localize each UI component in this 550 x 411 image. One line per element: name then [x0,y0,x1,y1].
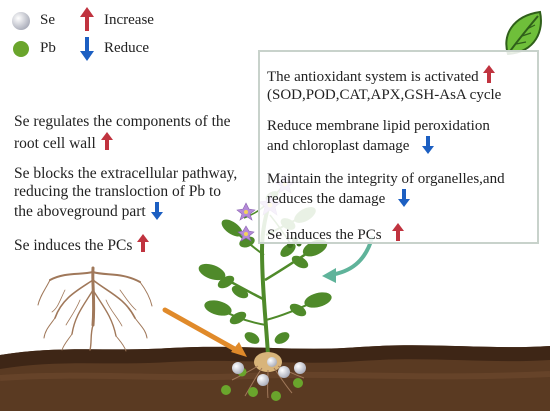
se-legend-icon [12,12,30,30]
pb-legend-label: Pb [40,40,56,56]
leaf-effect-1-line-2: (SOD,POD,CAT,APX,GSH-AsA cycle [267,87,502,103]
leaf-effect-3-line-1: Maintain the integrity of organelles,and [267,171,505,187]
leaf-effect-4: Se induces the PCs [267,222,537,244]
increase-arrow-icon [100,132,113,150]
reduce-arrow-icon [80,37,94,61]
se-legend-label: Se [40,12,55,28]
leaf-effect-2-line-1: Reduce membrane lipid peroxidation [267,118,490,134]
increase-legend-label: Increase [104,12,154,28]
se-particles [232,357,306,386]
leaf-effects-panel [258,50,539,244]
leaf-pointer-arrow [322,236,374,283]
root-effect-2: Se blocks the extracellular pathway, red… [14,165,264,221]
reduce-arrow-icon [398,189,411,207]
root-effect-1: Se regulates the components of the root … [14,113,264,153]
leaf-effect-2-line-2: and chloroplast damage [267,138,410,154]
root-effect-3: Se induces the PCs [14,233,264,255]
reduce-legend-label: Reduce [104,40,149,56]
root-effect-2-line-1: Se blocks the extracellular pathway, [14,165,238,182]
root-effect-3-line-1: Se induces the PCs [14,237,133,254]
root-effect-2-line-2: reducing the transloction of Pb to [14,183,222,200]
pb-particles [221,367,303,401]
leaf-effect-4-line-1: Se induces the PCs [267,227,382,243]
leaf-effect-1-line-1: The antioxidant system is activated [267,69,479,85]
soil-highlight [0,371,550,381]
root-effect-2-line-3: the aboveground part [14,203,146,220]
increase-arrow-icon [137,234,150,252]
leaf-effect-2: Reduce membrane lipid peroxidation and c… [267,117,537,155]
reduce-arrow-icon [422,136,435,154]
increase-arrow-icon [483,65,496,83]
increase-arrow-icon [392,223,405,241]
root-effect-1-line-1: Se regulates the components of the [14,113,231,130]
root-system-illustration [37,266,153,352]
pb-legend-icon [13,41,29,57]
reduce-arrow-icon [150,202,163,220]
root-effect-1-line-2: root cell wall [14,135,96,152]
leaf-effect-1: The antioxidant system is activated (SOD… [267,64,537,104]
root-pointer-arrow [162,307,247,357]
leaf-effect-3: Maintain the integrity of organelles,and… [267,170,542,208]
increase-arrow-icon [80,7,94,31]
leaf-effect-3-line-2: reduces the damage [267,191,386,207]
